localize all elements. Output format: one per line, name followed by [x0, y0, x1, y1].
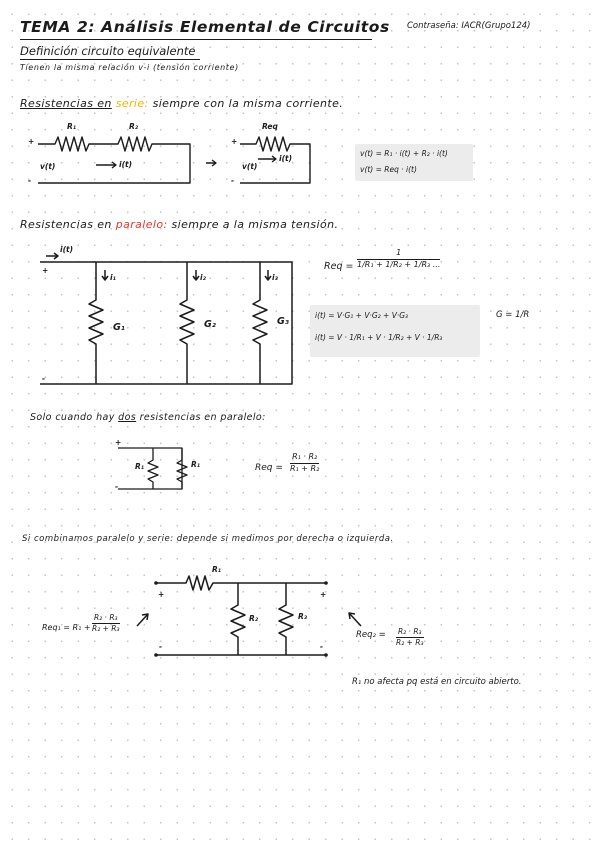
two-parallel-text: Solo cuando hay dos resistencias en para…	[30, 412, 266, 423]
series-heading: Resistencias en serie: siempre con la mi…	[20, 97, 343, 110]
combined-minus-left: -	[159, 642, 163, 651]
parallel-req-fraction: 1 1/R₁ + 1/R₂ + 1/R₃ ...	[357, 248, 441, 270]
parallel-label-it: i(t)	[60, 245, 74, 254]
two-parallel-minus: -	[115, 482, 119, 491]
parallel-req-den: 1/R₁ + 1/R₂ + 1/R₃ ...	[357, 259, 441, 269]
parallel-keyword: paralelo:	[115, 218, 168, 231]
combined-text: Si combinamos paralelo y serie: depende …	[22, 534, 394, 544]
parallel-label-g3: G₃	[277, 316, 289, 327]
two-parallel-prefix: Solo cuando hay	[30, 412, 115, 423]
combined-plus-right: +	[320, 590, 327, 599]
definition-underline	[20, 59, 200, 60]
parallel-equations-box	[310, 305, 480, 357]
combined-label-r3: R₃	[298, 612, 308, 621]
series-label-r1: R₁	[67, 122, 77, 131]
definition-heading: Definición circuito equivalente	[20, 44, 196, 58]
series-eq1: v(t) = R₁ · i(t) + R₂ · i(t)	[360, 149, 448, 158]
series-heading-suffix: siempre con la misma corriente.	[152, 97, 344, 110]
series-i-right: i(t)	[279, 154, 293, 163]
series-label-r2: R₂	[129, 122, 139, 131]
parallel-heading-prefix: Resistencias en	[20, 218, 112, 231]
two-parallel-suffix: resistencias en paralelo:	[139, 412, 266, 423]
parallel-eq-current1: i(t) = V·G₁ + V·G₂ + V·G₃	[315, 311, 409, 320]
parallel-g-def: G = 1/R	[496, 310, 530, 320]
combined-req2-num: R₂ · R₃	[397, 627, 422, 636]
series-i-left: i(t)	[119, 160, 133, 169]
series-label-req: Req	[262, 122, 278, 131]
page-title: TEMA 2: Análisis Elemental de Circuitos	[20, 18, 390, 36]
parallel-label-g2: G₂	[204, 319, 216, 330]
series-equations-box	[355, 144, 473, 181]
password-note: Contraseña: IACR(Grupo124)	[407, 21, 531, 31]
two-parallel-label-r1: R₁	[135, 462, 145, 471]
combined-req1-num: R₂ · R₃	[93, 613, 118, 622]
parallel-req-num: 1	[396, 248, 402, 257]
series-v-right: v(t)	[242, 162, 258, 171]
series-plus-left: +	[28, 137, 35, 146]
parallel-label-i3: i₃	[272, 273, 278, 282]
parallel-label-i1: i₁	[110, 273, 116, 282]
combined-minus-right: -	[320, 642, 324, 651]
parallel-label-i2: i₂	[200, 273, 206, 282]
two-parallel-fraction: R₁ · R₂ R₁ + R₂	[290, 452, 320, 474]
parallel-plus: +	[42, 266, 49, 275]
combined-req1-lhs: Req₁ = R₁ +	[42, 623, 91, 632]
parallel-heading-suffix: siempre a la misma tensión.	[171, 218, 339, 231]
definition-text: Tienen la misma relación v-i (tensión co…	[20, 63, 239, 72]
title-underline	[20, 39, 372, 40]
series-plus-right: +	[231, 137, 238, 146]
series-eq2: v(t) = Req · i(t)	[360, 165, 417, 174]
combined-req1-den: R₂ + R₃	[92, 624, 120, 634]
series-v-left: v(t)	[40, 162, 56, 171]
series-minus-right: -	[231, 176, 235, 185]
two-parallel-num: R₁ · R₂	[292, 452, 318, 461]
parallel-eq-current2: i(t) = V · 1/R₁ + V · 1/R₂ + V · 1/R₃	[315, 333, 443, 342]
combined-req1-fraction: R₂ · R₃ R₂ + R₃	[92, 613, 120, 634]
two-parallel-req-lhs: Req =	[255, 463, 283, 473]
parallel-req-lhs: Req =	[324, 261, 354, 272]
series-heading-prefix: Resistencias en	[20, 97, 112, 110]
combined-req2-lhs: Req₂ =	[356, 630, 386, 640]
two-parallel-keyword: dos	[118, 412, 137, 423]
combined-note: R₁ no afecta pq está en circuito abierto…	[352, 677, 522, 687]
series-keyword: serie:	[115, 97, 149, 110]
two-parallel-plus: +	[115, 438, 122, 447]
two-parallel-den: R₁ + R₂	[290, 463, 320, 473]
parallel-heading: Resistencias en paralelo: siempre a la m…	[20, 218, 338, 231]
combined-req2-fraction: R₂ · R₃ R₂ + R₃	[396, 627, 424, 648]
two-parallel-label-r2: R₁	[191, 460, 201, 469]
combined-label-r2: R₂	[249, 614, 259, 623]
combined-plus-left: +	[158, 590, 165, 599]
combined-label-r1: R₁	[212, 565, 222, 574]
parallel-label-g1: G₁	[113, 322, 125, 333]
series-minus-left: -	[28, 176, 32, 185]
parallel-minus: -	[42, 374, 46, 383]
combined-req2-den: R₂ + R₃	[396, 638, 424, 648]
